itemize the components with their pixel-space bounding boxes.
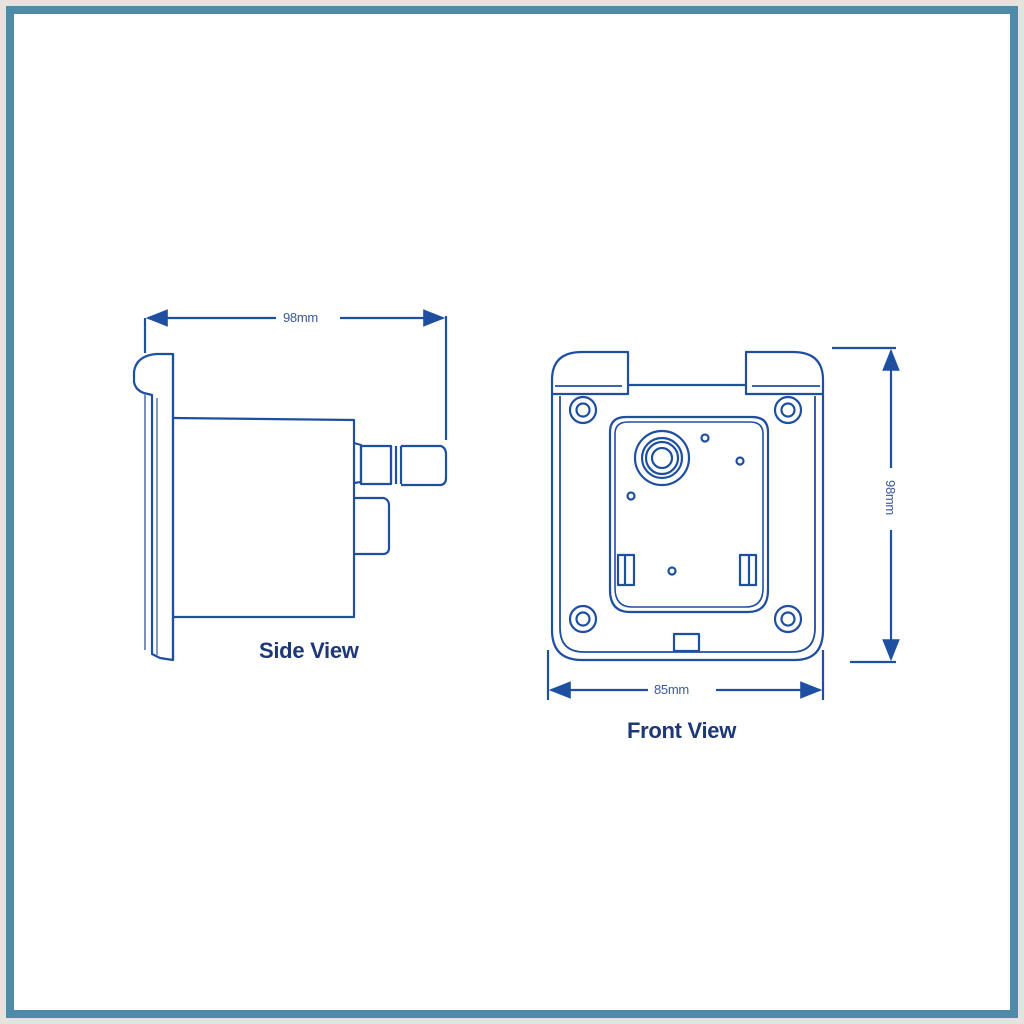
front-view-drawing	[546, 346, 900, 700]
drawing-canvas	[14, 14, 1010, 1010]
side-view-title: Side View	[259, 638, 359, 663]
side-view-drawing	[132, 309, 448, 662]
front-view-title: Front View	[627, 718, 737, 743]
side-view-width-dimension: 98mm	[279, 310, 322, 325]
front-view-height-dimension: 98mm	[882, 476, 898, 519]
front-view-width-dimension: 85mm	[650, 682, 693, 697]
